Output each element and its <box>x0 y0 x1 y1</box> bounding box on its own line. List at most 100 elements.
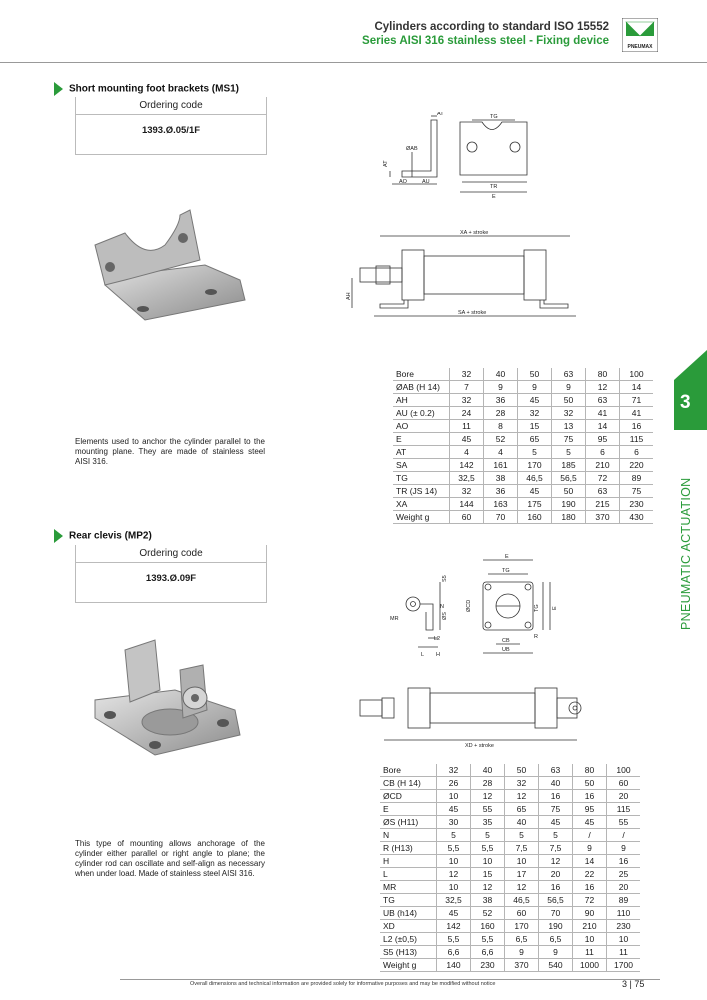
table-cell: 95 <box>572 802 607 816</box>
table-cell: 38 <box>470 893 505 907</box>
section1-ordering-box: Ordering code 1393.Ø.05/1F <box>75 97 267 155</box>
row-label: ØS (H11) <box>380 815 437 829</box>
table-cell: 9 <box>517 380 552 394</box>
row-label: H <box>380 854 437 868</box>
table-cell: 6,6 <box>436 945 471 959</box>
row-label: E <box>380 802 437 816</box>
foot-bracket-drawing: AT TG ØAB AO AU TR E AT <box>383 112 528 200</box>
table-cell: 11 <box>572 945 607 959</box>
table-cell: 14 <box>619 380 653 394</box>
table-cell: 75 <box>538 802 573 816</box>
dim-ocd: ØCD <box>466 600 472 612</box>
table-cell: 32 <box>551 406 586 420</box>
table-cell: 36 <box>483 393 518 407</box>
dim-at: AT <box>437 112 444 117</box>
dim-cb: CB <box>502 638 510 644</box>
table-cell: 170 <box>504 919 539 933</box>
table-cell: 55 <box>470 802 505 816</box>
table-cell: 80 <box>585 368 620 381</box>
table-cell: 230 <box>619 497 653 511</box>
table-cell: 4 <box>483 445 518 459</box>
table-cell: 52 <box>470 906 505 920</box>
table-cell: 65 <box>504 802 539 816</box>
table-cell: 9 <box>538 945 573 959</box>
table-cell: 115 <box>606 802 640 816</box>
table-cell: 20 <box>606 880 640 894</box>
table-cell: 12 <box>470 880 505 894</box>
table-cell: 9 <box>572 841 607 855</box>
table-cell: 230 <box>470 958 505 972</box>
table-cell: 5 <box>504 828 539 842</box>
table-cell: 540 <box>538 958 573 972</box>
table-cell: 140 <box>436 958 471 972</box>
row-label: L <box>380 867 437 881</box>
table-cell: 5 <box>436 828 471 842</box>
table-cell: 10 <box>572 932 607 946</box>
table-cell: 38 <box>483 471 518 485</box>
table-cell: 115 <box>619 432 653 446</box>
footer-rule <box>120 979 660 980</box>
table-cell: 45 <box>538 815 573 829</box>
header-title: Cylinders according to standard ISO 1555… <box>374 21 609 33</box>
dim-xa: XA + stroke <box>460 230 488 236</box>
table-cell: 75 <box>551 432 586 446</box>
chapter-label: PNEUMATIC ACTUATION <box>679 477 693 630</box>
dim-n: N <box>440 604 444 610</box>
table-cell: 32 <box>449 393 484 407</box>
row-label: S5 (H13) <box>380 945 437 959</box>
table-cell: 56,5 <box>551 471 586 485</box>
table-cell: 5 <box>470 828 505 842</box>
row-label: XA <box>393 497 450 511</box>
dim-ub: UB <box>502 647 510 653</box>
table-cell: / <box>606 828 640 842</box>
table-cell: 16 <box>619 419 653 433</box>
table-cell: 220 <box>619 458 653 472</box>
table-cell: 161 <box>483 458 518 472</box>
table-cell: 28 <box>470 776 505 790</box>
dim-xd: XD + stroke <box>465 743 494 749</box>
row-label: Weight g <box>393 510 450 524</box>
table-cell: 65 <box>517 432 552 446</box>
table-cell: 5 <box>538 828 573 842</box>
table-cell: 50 <box>551 393 586 407</box>
table-cell: 7,5 <box>504 841 539 855</box>
table-cell: 11 <box>449 419 484 433</box>
table-cell: 14 <box>572 854 607 868</box>
table-cell: 45 <box>572 815 607 829</box>
table-cell: 60 <box>504 906 539 920</box>
table-cell: 190 <box>538 919 573 933</box>
section-marker-icon <box>54 82 63 96</box>
table-cell: 10 <box>504 854 539 868</box>
row-label: Bore <box>380 764 437 777</box>
dim-e: E <box>492 194 496 200</box>
table-cell: 10 <box>470 854 505 868</box>
page-number: 3 | 75 <box>622 979 645 989</box>
table-cell: 210 <box>585 458 620 472</box>
table-cell: 50 <box>551 484 586 498</box>
table-cell: 95 <box>585 432 620 446</box>
row-label: E <box>393 432 450 446</box>
row-label: L2 (±0,5) <box>380 932 437 946</box>
table-cell: 35 <box>470 815 505 829</box>
table-cell: 52 <box>483 432 518 446</box>
dim-au: AU <box>422 179 430 185</box>
table-cell: 11 <box>606 945 640 959</box>
table-cell: 32,5 <box>449 471 484 485</box>
table-cell: 142 <box>436 919 471 933</box>
table-cell: 75 <box>619 484 653 498</box>
table-cell: 6,5 <box>504 932 539 946</box>
table-cell: 50 <box>517 368 552 381</box>
table-cell: 10 <box>436 880 471 894</box>
table-cell: 230 <box>606 919 640 933</box>
table-cell: 32,5 <box>436 893 471 907</box>
